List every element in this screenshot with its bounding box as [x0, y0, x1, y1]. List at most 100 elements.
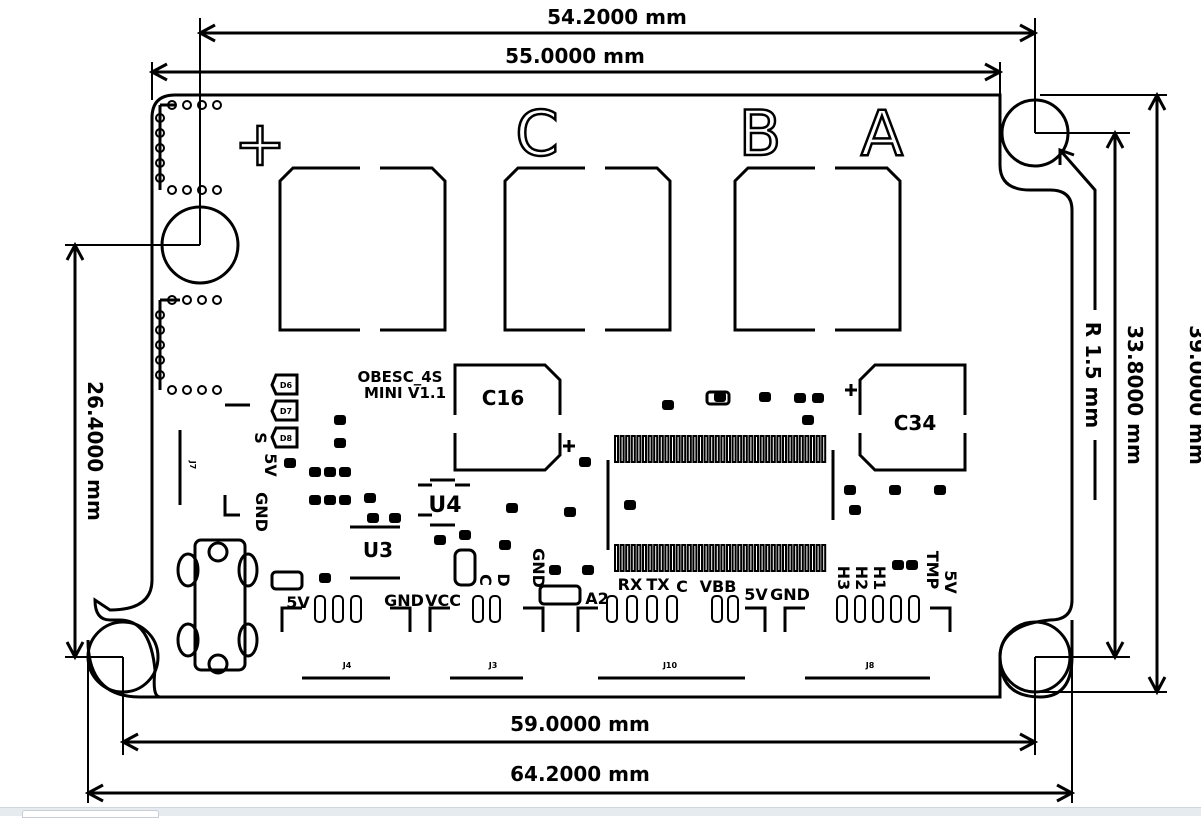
connector-pin [890, 595, 902, 623]
ic-pin [664, 544, 670, 572]
header-pin [182, 295, 192, 305]
connector-pin [350, 595, 362, 623]
ic-pin [754, 435, 759, 463]
header-pin [197, 385, 207, 395]
connector-pin [711, 595, 723, 623]
ic-pin [726, 544, 731, 572]
ic-outline [606, 450, 835, 550]
polarity-plus [845, 384, 857, 396]
ic-pin [776, 435, 782, 463]
connector-pin [332, 595, 344, 623]
pin-label-5v: 5V [286, 593, 310, 612]
pin-label-5v-c: 5V [941, 570, 960, 594]
ic-pin [748, 435, 754, 463]
u4-label: U4 [428, 493, 461, 518]
pin-label-d: D [494, 573, 513, 586]
ic-pin [670, 544, 675, 572]
pin-label-h3: H3 [834, 566, 853, 591]
header-pin [212, 295, 222, 305]
smd-part [802, 415, 814, 425]
ic-pin [625, 544, 631, 572]
board-corner-br [998, 620, 1074, 699]
smd-part [662, 400, 674, 410]
ic-pin [664, 435, 670, 463]
dimension-label: R 1.5 mm [1081, 322, 1105, 428]
connector-pin [626, 595, 638, 623]
smd-part [564, 507, 576, 517]
ic-pin [720, 435, 726, 463]
smd-components [270, 390, 946, 606]
pin-label-gnd-left: GND [252, 492, 271, 532]
connector-outline [576, 606, 767, 632]
smd-part [889, 485, 901, 495]
pin-label-vcc: VCC [425, 591, 461, 610]
smd-part [538, 584, 582, 606]
smd-part [892, 560, 904, 570]
svg-text:D8: D8 [280, 434, 293, 443]
u3-outline [350, 525, 400, 580]
smd-part [506, 503, 518, 513]
pad-left [733, 166, 815, 332]
ic-u5 [614, 435, 827, 572]
pin-label-s: S [251, 432, 270, 444]
u3-label: U3 [363, 538, 393, 562]
connector-j3-label: J3 [488, 661, 498, 670]
status-tab[interactable] [22, 810, 159, 818]
smd-part [714, 392, 726, 402]
ic-pin [742, 544, 748, 572]
ic-pin [698, 544, 703, 572]
pin-label-tx: TX [646, 575, 670, 594]
diode-d7: D7 [270, 399, 299, 422]
ic-pin [737, 435, 743, 463]
pad-left [278, 166, 360, 332]
board-name-line2: MINI V1.1 [364, 384, 446, 402]
header-pin [197, 185, 207, 195]
ic-pin [765, 435, 771, 463]
smd-part [284, 458, 296, 468]
pin-label-gnd-2: GND [529, 548, 548, 588]
ic-pin [754, 544, 759, 572]
diode-d6: D6 [270, 373, 299, 396]
connector-outline [428, 606, 545, 632]
svg-text:D6: D6 [280, 381, 293, 390]
connector-pin [314, 595, 326, 623]
ic-pin [681, 544, 687, 572]
label-phase-a: A [861, 97, 903, 170]
polarity-plus [563, 440, 575, 452]
ic-pin [810, 435, 815, 463]
pin-label-rx: RX [618, 575, 643, 594]
ic-pin [759, 544, 765, 572]
smd-part [334, 438, 346, 448]
dimension-label: 33.8000 mm [1123, 325, 1147, 465]
dimension-right-outer: 39.0000 mm [1040, 91, 1201, 696]
board-outline [93, 93, 1074, 699]
smd-part [934, 485, 946, 495]
smd-part [364, 493, 376, 503]
ic-pin [681, 435, 687, 463]
header-pin [167, 185, 177, 195]
ic-pin [737, 544, 743, 572]
ic-pin [686, 544, 692, 572]
ic-pin [647, 435, 653, 463]
ic-pin [658, 544, 664, 572]
ic-pin [804, 435, 810, 463]
ic-pin [653, 435, 659, 463]
dimension-label: 54.2000 mm [547, 5, 687, 29]
ic-pin [815, 544, 821, 572]
ic-pin [793, 544, 799, 572]
connector-pin [727, 595, 739, 623]
ic-pin [815, 435, 821, 463]
dimension-label: 26.4000 mm [83, 381, 107, 521]
ic-pin [731, 435, 737, 463]
pin-label-c: C [476, 574, 495, 586]
ic-pin [670, 435, 675, 463]
label-phase-b: B [739, 97, 782, 170]
connector-outline [783, 606, 952, 632]
smd-part [309, 495, 321, 505]
connector-pin [489, 595, 501, 623]
pin-label-gnd: GND [384, 591, 424, 610]
smd-part [582, 565, 594, 575]
ic-pin [726, 435, 731, 463]
dimension-top-inner: 54.2000 mm [196, 5, 1039, 245]
